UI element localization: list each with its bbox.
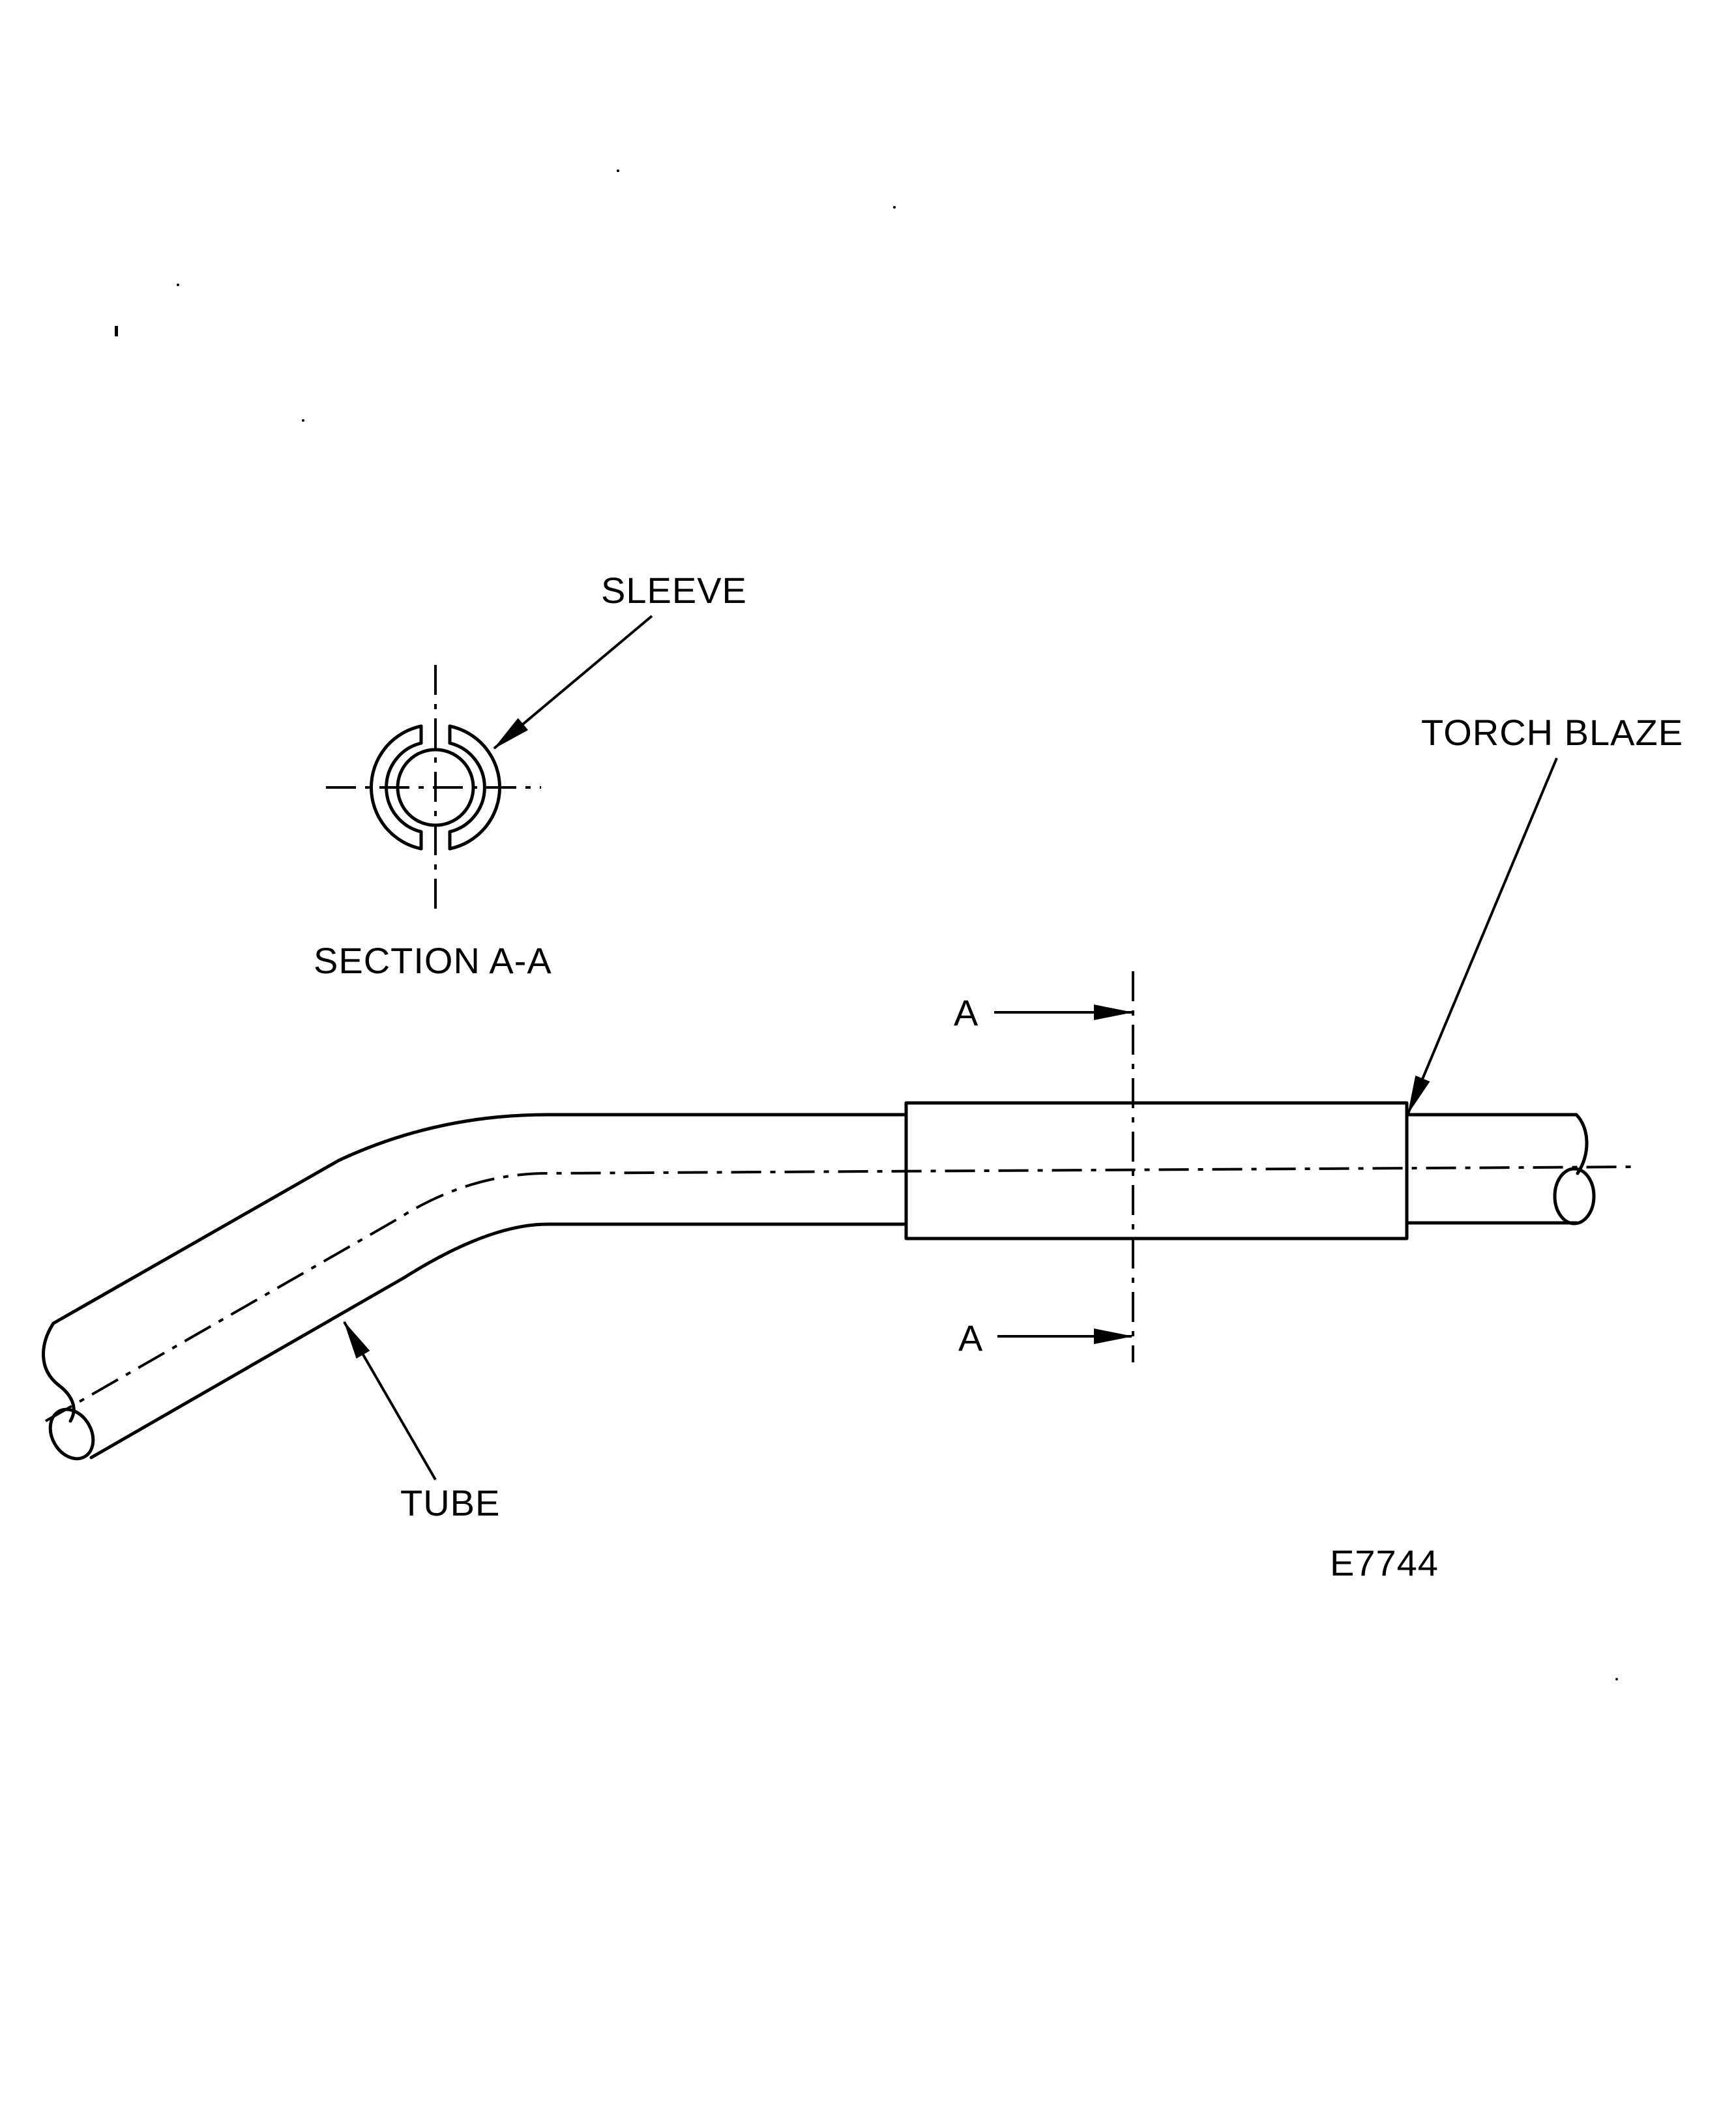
torch-blaze-leader-arrow [1407, 757, 1558, 1115]
figure-id-label: E7744 [1330, 1542, 1439, 1583]
sleeve-inner-left [385, 741, 423, 834]
torch-blaze-label: TORCH BLAZE [1421, 712, 1683, 753]
section-mark-bottom-label: A [958, 1317, 983, 1358]
sleeve-ring-left-half [370, 724, 423, 851]
section-a-a-view [326, 665, 541, 913]
sleeve-label: SLEEVE [601, 570, 747, 611]
sleeve-ring-right-half [448, 724, 501, 851]
tube-centerline [45, 1166, 1637, 1422]
section-a-a-label: SECTION A-A [314, 940, 552, 981]
sleeve-leader-arrow [493, 615, 653, 750]
sleeve-inner-right [448, 741, 486, 834]
tube-leader-arrow [343, 1321, 437, 1481]
tube-label: TUBE [400, 1482, 500, 1523]
tube-body [42, 1113, 1596, 1461]
tube-cross-section [396, 748, 475, 827]
section-mark-top-label: A [954, 992, 978, 1033]
sleeve-body [904, 1101, 1409, 1240]
scan-specks [115, 169, 1618, 1680]
